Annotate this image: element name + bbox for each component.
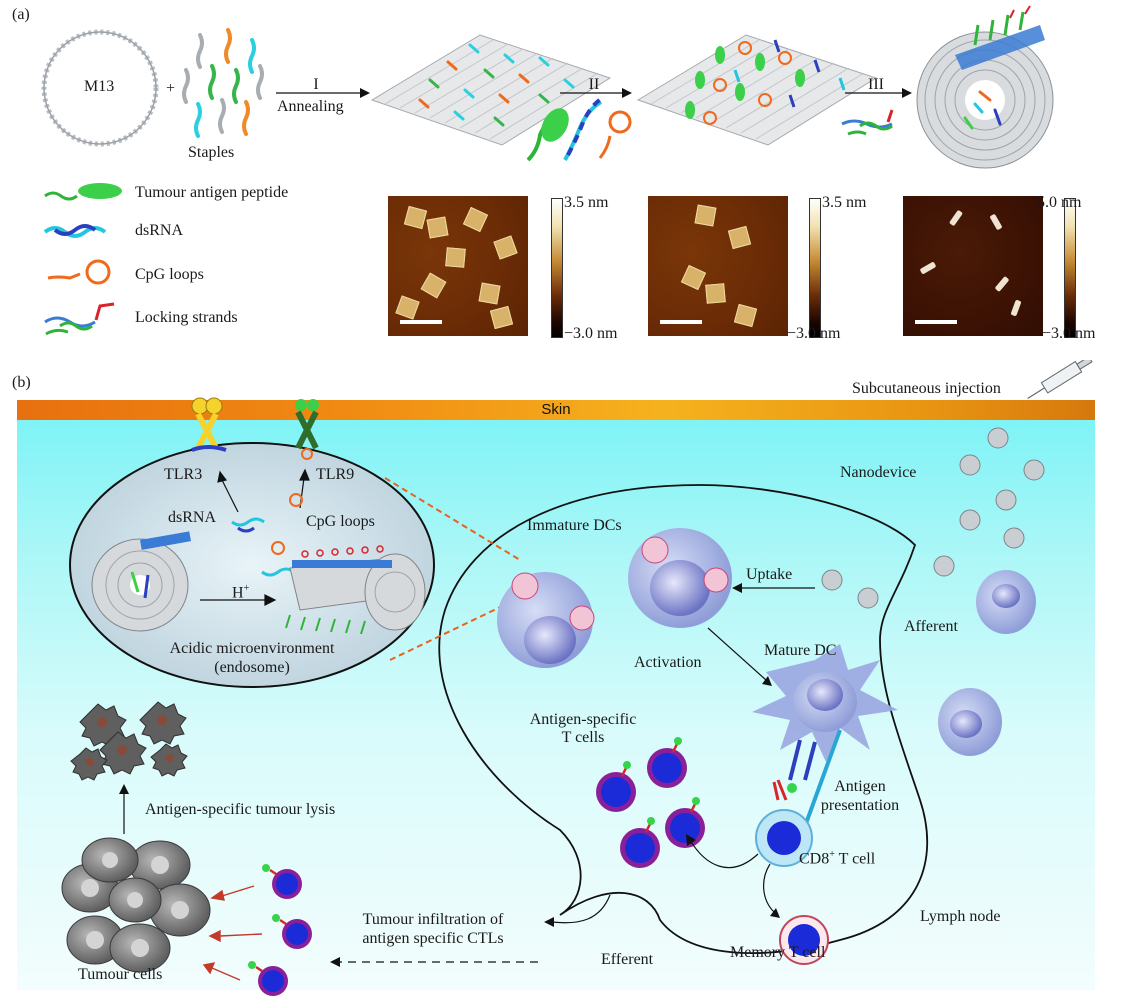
afferent-dc (976, 570, 1036, 634)
arrow-step3-icon (845, 88, 912, 98)
tlr9-receptor-icon (295, 399, 319, 460)
arrow-annealing-icon (276, 88, 370, 98)
nanodevice-label: Nanodevice (840, 464, 917, 481)
presentation-label: presentation (820, 797, 900, 814)
scale-bar (915, 320, 957, 324)
infiltration-label-1: Tumour infiltration of (362, 911, 504, 928)
h-plus-label: H+ (232, 583, 250, 602)
scale-bar (400, 320, 442, 324)
m13-label: M13 (84, 78, 115, 95)
tlr3-label: TLR3 (164, 466, 203, 483)
legend-dsrna-label: dsRNA (135, 222, 184, 239)
afm-colorbar-1 (551, 198, 563, 338)
origami-sheet-icon (370, 34, 612, 146)
legend-locking-icon (44, 302, 115, 336)
afm3-bottom-label: −3.0 nm (1042, 325, 1096, 342)
tlr9-label: TLR9 (316, 466, 355, 483)
antigen-label: Antigen (834, 778, 886, 795)
t-cells-label: T cells (561, 729, 605, 746)
arrow-step2-icon (560, 88, 632, 98)
legend-peptide-icon (44, 183, 122, 201)
immature-dc-2 (628, 528, 732, 628)
afm2-top-label: 3.5 nm (822, 194, 867, 211)
nanodevice-particles (821, 427, 1045, 609)
antigen-specific-t-cells (596, 737, 705, 868)
staples-icon (182, 28, 264, 138)
free-dc (938, 688, 1002, 756)
skin-label: Skin (541, 401, 571, 418)
legend-peptide-label: Tumour antigen peptide (135, 184, 289, 201)
legend-dsrna-icon (43, 224, 107, 238)
panel-b-label: (b) (12, 374, 31, 391)
panel-b-graphics (61, 360, 1093, 996)
ctl-cells (248, 864, 312, 996)
locking-strand-icon (841, 109, 894, 136)
tlr3-receptor-icon (191, 397, 227, 452)
staples-label: Staples (188, 144, 235, 161)
cd8-t-cell-label: CD8+ T cell (799, 849, 876, 868)
endosome-cpg-label: CpG loops (306, 513, 375, 530)
afm-image-sheet (388, 196, 528, 336)
uptake-label: Uptake (746, 566, 793, 583)
skin-layer: Skin (17, 400, 1095, 420)
activation-label: Activation (634, 654, 702, 671)
memory-t-cell (779, 915, 829, 965)
afm1-bottom-label: −3.0 nm (564, 325, 618, 342)
memory-t-cell-label: Memory T cell (730, 944, 826, 961)
afm-colorbar-2 (809, 198, 821, 338)
lymph-node-label: Lymph node (920, 908, 1001, 925)
subcutaneous-injection-label: Subcutaneous injection (852, 380, 1001, 397)
panel-a-label: (a) (12, 6, 30, 23)
antigen-specific-label: Antigen-specific (529, 711, 637, 728)
endosome-tube-icon (91, 531, 191, 632)
tumour-cells-label: Tumour cells (78, 966, 163, 983)
mature-dc (752, 644, 898, 841)
afm-image-tube (903, 196, 1043, 336)
efferent-label: Efferent (601, 951, 654, 968)
tumour-lysis-label: Antigen-specific tumour lysis (145, 801, 336, 818)
plus-sign: + (166, 80, 176, 97)
acidic-microenvironment-label: Acidic microenvironment (169, 640, 335, 657)
scale-bar (660, 320, 702, 324)
infiltration-label-2: antigen specific CTLs (362, 930, 504, 947)
legend-cpg-label: CpG loops (135, 266, 204, 283)
opened-tube-icon (285, 545, 426, 635)
tube-nanodevice-icon (916, 5, 1054, 169)
immature-dcs-label: Immature DCs (527, 517, 622, 534)
step2-number: II (588, 76, 600, 93)
m13-plasmid-icon (41, 29, 159, 147)
afm3-top-label: 5.0 nm (1037, 194, 1082, 211)
functionalized-sheet-icon (636, 34, 878, 146)
lysed-tumour-cells (70, 701, 188, 781)
cd8-t-cell (755, 779, 813, 867)
step3-number: III (868, 76, 884, 93)
afm-colorbar-3 (1064, 198, 1076, 338)
legend-cpg-icon (47, 259, 111, 285)
lymph-node-outline (438, 484, 928, 955)
endosome-label: (endosome) (214, 659, 290, 676)
afm2-bottom-label: −3.0 nm (787, 325, 841, 342)
panel-a-graphics (41, 5, 1054, 336)
functional-components-icon (526, 95, 632, 162)
step1-number: I (313, 76, 319, 93)
afm-image-functionalized (648, 196, 788, 336)
legend-locking-label: Locking strands (135, 309, 238, 326)
afferent-label: Afferent (904, 618, 958, 635)
step1-annealing-label: Annealing (277, 98, 344, 115)
immature-dc-1 (497, 572, 595, 668)
endosome-dsrna-label: dsRNA (168, 509, 217, 526)
tumour-cells-cluster (61, 837, 211, 973)
syringe-icon (1027, 360, 1093, 400)
mature-dc-label: Mature DC (764, 642, 837, 659)
afm1-top-label: 3.5 nm (564, 194, 609, 211)
